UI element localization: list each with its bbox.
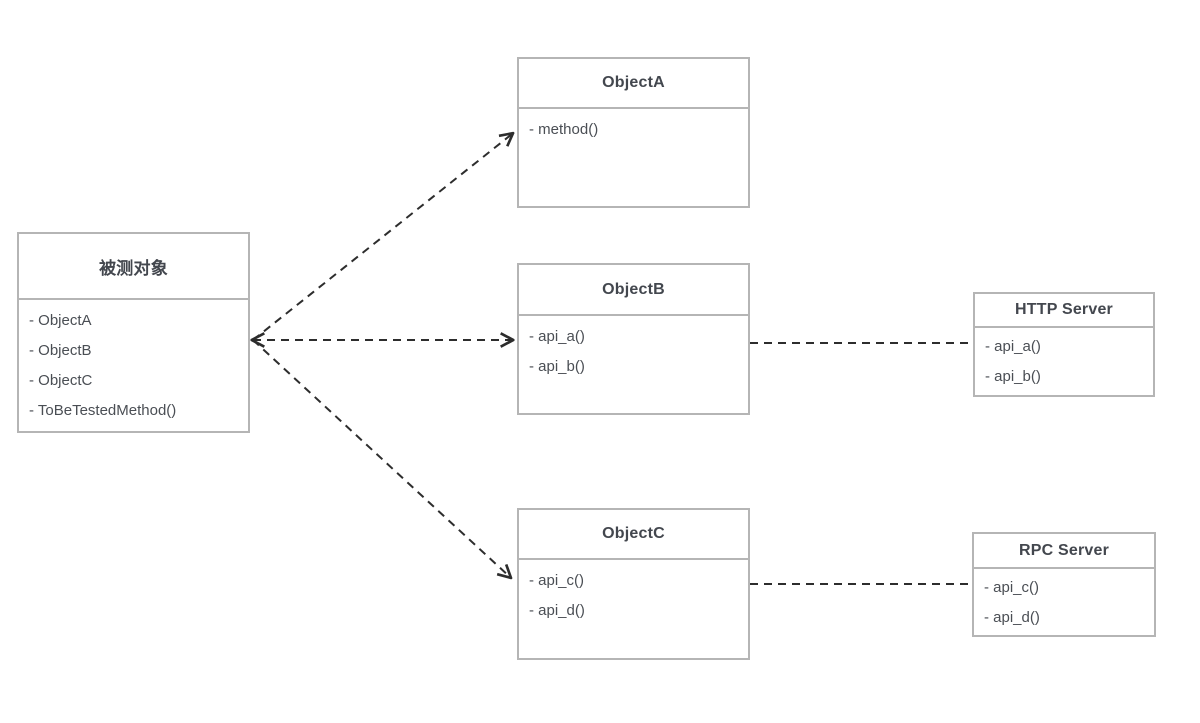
box-rpc-server-title: RPC Server (974, 534, 1154, 569)
box-object-b-title: ObjectB (519, 265, 748, 316)
member-item: - api_d() (984, 609, 1040, 626)
box-http-server-members: - api_a() - api_b() (975, 328, 1153, 392)
box-tested-object-title: 被测对象 (19, 234, 248, 300)
box-rpc-server: RPC Server - api_c() - api_d() (972, 532, 1156, 637)
box-object-b: ObjectB - api_a() - api_b() (517, 263, 750, 415)
box-object-c-title: ObjectC (519, 510, 748, 560)
box-object-b-members: - api_a() - api_b() (519, 316, 748, 382)
box-object-c-members: - api_c() - api_d() (519, 560, 748, 626)
member-item: - api_a() (529, 328, 585, 345)
box-rpc-server-members: - api_c() - api_d() (974, 569, 1154, 633)
member-item: - api_b() (529, 358, 585, 375)
edge-tested-object-to-object-c (252, 339, 510, 577)
member-item: - api_b() (985, 368, 1041, 385)
edge-tested-object-to-object-a (252, 134, 512, 341)
box-object-a-title: ObjectA (519, 59, 748, 109)
member-item: - ToBeTestedMethod() (29, 402, 177, 419)
box-object-a-members: - method() (519, 109, 748, 145)
box-object-c: ObjectC - api_c() - api_d() (517, 508, 750, 660)
member-item: - api_a() (985, 338, 1041, 355)
member-item: - api_c() (529, 572, 585, 589)
member-item: - api_c() (984, 579, 1040, 596)
box-object-a: ObjectA - method() (517, 57, 750, 208)
member-item: - ObjectC (29, 372, 93, 389)
member-item: - api_d() (529, 602, 585, 619)
member-item: - method() (529, 121, 599, 138)
member-item: - ObjectB (29, 342, 92, 359)
member-item: - ObjectA (29, 312, 92, 329)
box-tested-object-members: - ObjectA - ObjectB - ObjectC - ToBeTest… (19, 300, 248, 426)
box-http-server-title: HTTP Server (975, 294, 1153, 328)
box-http-server: HTTP Server - api_a() - api_b() (973, 292, 1155, 397)
box-tested-object: 被测对象 - ObjectA - ObjectB - ObjectC - ToB… (17, 232, 250, 433)
